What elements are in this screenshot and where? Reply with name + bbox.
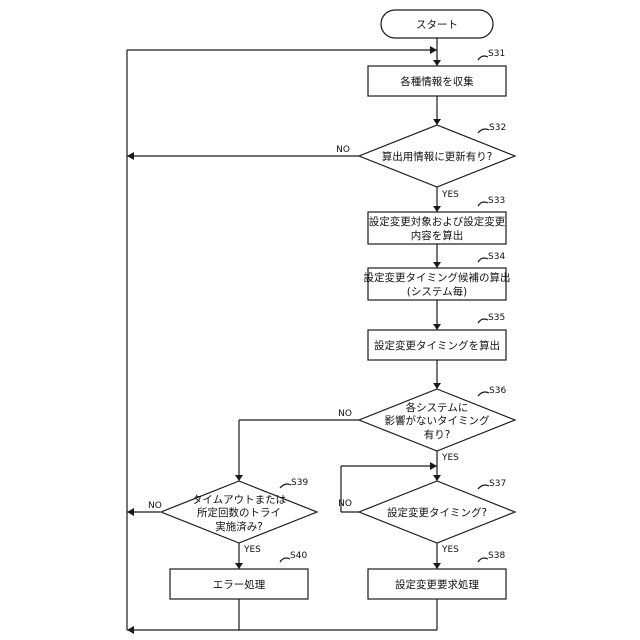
s40-text: エラー処理 (213, 578, 266, 591)
arrow-into-s40 (235, 563, 243, 569)
s31-tag: S31 (488, 49, 505, 59)
s38-tag: S38 (488, 551, 505, 561)
s39-text-line2: 所定回数のトライ (197, 506, 281, 519)
step-s37: 設定変更タイミング? S37 NO YES (338, 479, 515, 555)
s35-text: 設定変更タイミングを算出 (374, 339, 500, 352)
start-label: スタート (416, 19, 458, 31)
s34-tag: S34 (488, 252, 505, 262)
arrow-into-s38 (433, 563, 441, 569)
s36-text-line1: 各システムに (406, 401, 469, 414)
s37-tag: S37 (489, 479, 506, 489)
s32-yes-label: YES (441, 190, 459, 200)
arrow-into-s35 (433, 324, 441, 330)
s31-text: 各種情報を収集 (400, 75, 474, 88)
arrow-loop-top (430, 46, 437, 54)
s35-tag: S35 (488, 313, 505, 323)
arrow-into-s32 (433, 119, 441, 125)
step-s36: 各システムに 影響がないタイミング 有り? S36 NO YES (338, 386, 515, 463)
arrow-s37-loop (430, 462, 437, 470)
s39-tag: S39 (291, 478, 308, 488)
step-s32: 算出用情報に更新有り? S32 NO YES (336, 123, 515, 200)
arrow-into-s34 (433, 262, 441, 268)
s36-tag: S36 (489, 386, 506, 396)
arrow-s32-no (127, 152, 134, 160)
step-s39: タイムアウトまたは 所定回数のトライ 実施済み? S39 NO YES (148, 478, 317, 555)
s33-tag: S33 (488, 196, 505, 206)
arrow-into-s36 (433, 383, 441, 389)
s39-text-line3: 実施済み? (215, 520, 263, 533)
s38-text: 設定変更要求処理 (395, 578, 479, 591)
s32-no-label: NO (336, 145, 350, 155)
s36-text-line3: 有り? (424, 428, 451, 441)
s32-text: 算出用情報に更新有り? (382, 150, 493, 163)
arrow-s39-no (127, 508, 134, 516)
s34-text-line2: (システム毎) (407, 285, 467, 298)
s36-no-label: NO (338, 409, 352, 419)
s37-text: 設定変更タイミング? (387, 506, 487, 519)
s34-text-line1: 設定変更タイミング候補の算出 (364, 271, 511, 284)
s39-yes-label: YES (243, 545, 261, 555)
s37-yes-label: YES (441, 545, 459, 555)
s33-text-line2: 内容を算出 (411, 229, 464, 242)
arrow-into-s37 (433, 475, 441, 481)
s33-text-line1: 設定変更対象および設定変更 (369, 215, 506, 228)
s36-yes-label: YES (441, 453, 459, 463)
arrow-into-s31 (433, 60, 441, 66)
s37-no-label: NO (338, 499, 352, 509)
arrow-into-s39 (235, 475, 243, 481)
start-terminal: スタート (381, 10, 493, 38)
s39-text-line1: タイムアウトまたは (192, 494, 286, 506)
s40-tag: S40 (290, 551, 307, 561)
arrow-bottom-return (127, 626, 134, 634)
s36-text-line2: 影響がないタイミング (385, 414, 490, 427)
s39-no-label: NO (148, 501, 162, 511)
s32-tag: S32 (489, 123, 506, 133)
arrow-into-s33 (433, 206, 441, 212)
